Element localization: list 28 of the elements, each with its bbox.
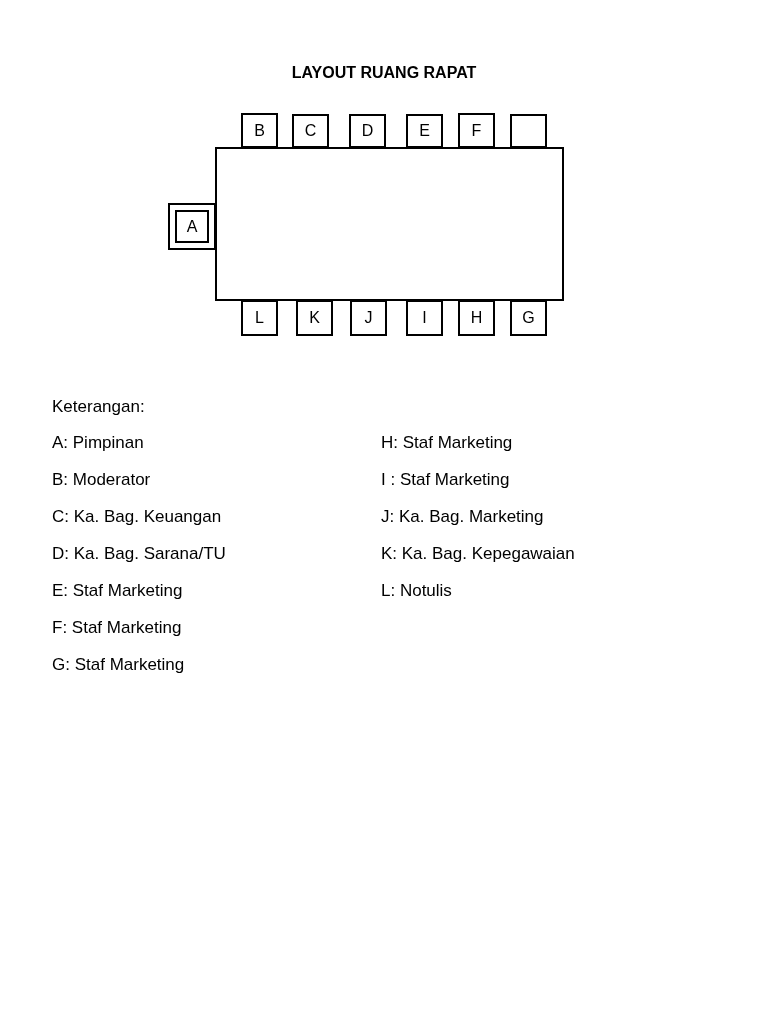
legend-entry: C: Ka. Bag. Keuangan <box>52 507 222 527</box>
chair-box: G <box>510 300 547 336</box>
chair-box: E <box>406 114 443 148</box>
chair-box: F <box>458 113 495 148</box>
legend-entry: K: Ka. Bag. Kepegawaian <box>381 544 575 564</box>
legend-entry: E: Staf Marketing <box>52 581 183 601</box>
title: LAYOUT RUANG RAPAT <box>290 64 478 82</box>
legend-entry: A: Pimpinan <box>52 433 144 453</box>
legend-entry: H: Staf Marketing <box>381 433 513 453</box>
chair-box: I <box>406 300 443 336</box>
chair-box: L <box>241 300 278 336</box>
legend-entry: L: Notulis <box>381 581 452 601</box>
chair-box: D <box>349 114 386 148</box>
legend-entry: I : Staf Marketing <box>381 470 510 490</box>
chair-box <box>510 114 547 148</box>
head-chair-box: A <box>168 203 216 250</box>
legend-entry: D: Ka. Bag. Sarana/TU <box>52 544 226 564</box>
chair-box: H <box>458 300 495 336</box>
table-rectangle <box>215 147 564 301</box>
chair-box: J <box>350 300 387 336</box>
chair-box: C <box>292 114 329 148</box>
chair-box: K <box>296 300 333 336</box>
legend-entry: G: Staf Marketing <box>52 655 185 675</box>
legend-entry: B: Moderator <box>52 470 151 490</box>
legend-heading: Keterangan: <box>52 397 145 417</box>
chair-box: B <box>241 113 278 148</box>
legend-entry: J: Ka. Bag. Marketing <box>381 507 544 527</box>
legend-entry: F: Staf Marketing <box>52 618 182 638</box>
